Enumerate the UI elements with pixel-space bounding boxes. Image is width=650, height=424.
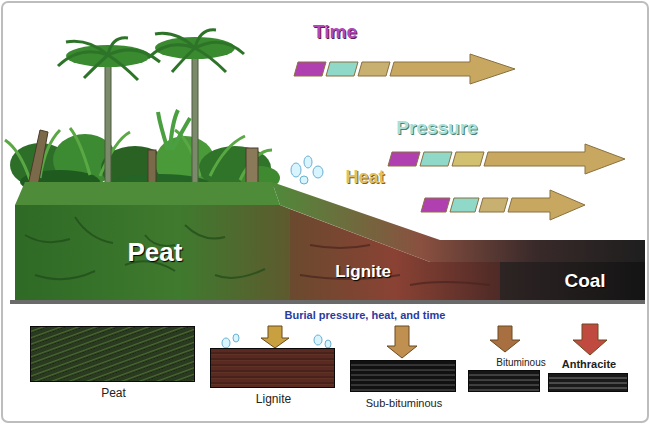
forest <box>5 30 280 194</box>
heat-label: Heat <box>330 168 400 188</box>
time-arrow <box>294 54 515 84</box>
water-splash <box>291 156 323 184</box>
node-label: Lignite <box>318 263 408 282</box>
bituminous-sample: Bituminous <box>468 370 540 392</box>
sub-bituminous-sample: Sub-bituminous <box>350 360 456 392</box>
node-label: Peat <box>31 387 196 400</box>
coal-band: Coal <box>500 262 645 300</box>
heat-arrow <box>421 190 585 220</box>
lignite-splash <box>222 334 331 348</box>
peat-top-surface <box>15 182 280 205</box>
node-label: Lignite <box>211 393 336 406</box>
process-caption: Burial pressure, heat, and time <box>240 309 490 321</box>
node-label: Anthracite <box>547 358 631 370</box>
peat-sample: Peat <box>30 326 195 382</box>
pressure-arrow <box>388 144 625 174</box>
lignite-sample: Lignite <box>210 348 335 388</box>
pressure-label: Pressure <box>382 118 492 139</box>
peat-band: Peat <box>15 205 290 300</box>
anthracite-sample: Anthracite <box>548 373 628 392</box>
node-label: Bituminous <box>491 357 551 368</box>
lignite-band: Lignite <box>290 205 500 300</box>
node-label: Peat <box>95 238 215 267</box>
band-shape <box>290 205 500 300</box>
node-label: Sub-bituminous <box>345 397 463 409</box>
time-label: Time <box>300 22 370 43</box>
node-label: Coal <box>542 271 628 292</box>
separator <box>10 300 645 304</box>
